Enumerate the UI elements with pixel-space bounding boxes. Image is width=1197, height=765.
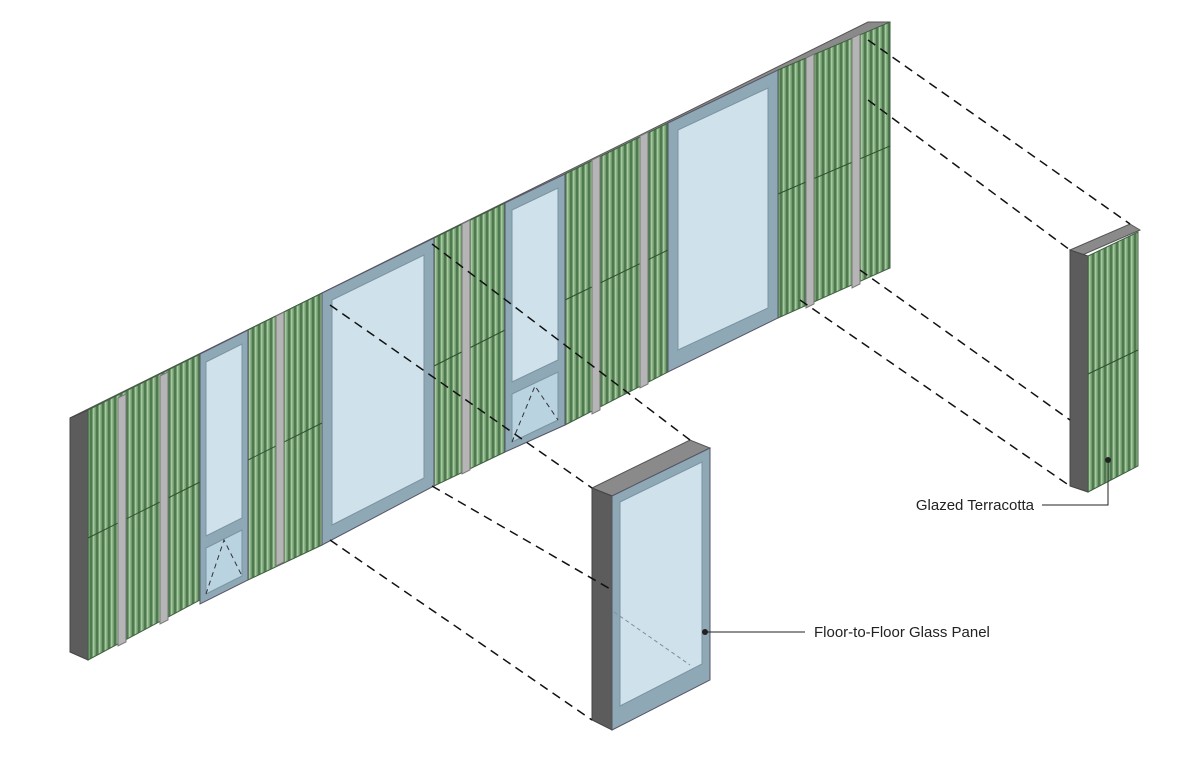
wall-glass-panel [321,237,435,546]
callout-glass-panel: Floor-to-Floor Glass Panel [702,624,990,641]
separator-fins [117,33,861,647]
exploded-terracotta-piece [1068,223,1142,493]
wall-left-slab [69,409,89,661]
exploded-glass-panel [590,439,712,731]
callout-glazed-terracotta: Glazed Terracotta [916,457,1111,514]
terracotta-band [564,122,669,426]
explosion-lines [329,39,1131,721]
narrow-window [504,173,566,453]
narrow-window [199,329,249,605]
main-facade-wall [69,21,891,661]
label-glazed-terracotta: Glazed Terracotta [916,497,1035,514]
leader-line [1042,460,1109,506]
label-floor-to-floor-glass-panel: Floor-to-Floor Glass Panel [814,624,990,641]
terracotta-band [247,292,323,581]
wall-glass-panel [667,69,779,373]
terracotta-band [87,353,201,661]
